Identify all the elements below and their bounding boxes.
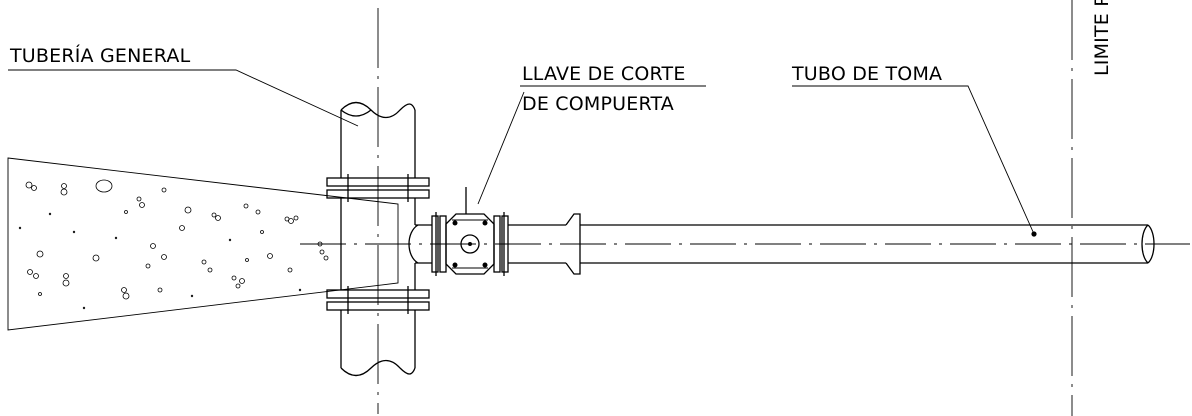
valve-label-line1: LLAVE DE CORTE xyxy=(522,63,686,85)
main-pipe-label: TUBERÍA GENERAL xyxy=(9,44,191,67)
main-pipe xyxy=(326,101,430,377)
intake-pipe-label: TUBO DE TOMA xyxy=(791,63,942,85)
property-limit-label: LIMITE PR xyxy=(1091,0,1113,76)
gate-valve xyxy=(431,187,509,276)
aggregate-texture xyxy=(18,179,329,310)
valve-label-line2: DE COMPUERTA xyxy=(522,93,674,115)
leader-lines xyxy=(8,69,1037,237)
